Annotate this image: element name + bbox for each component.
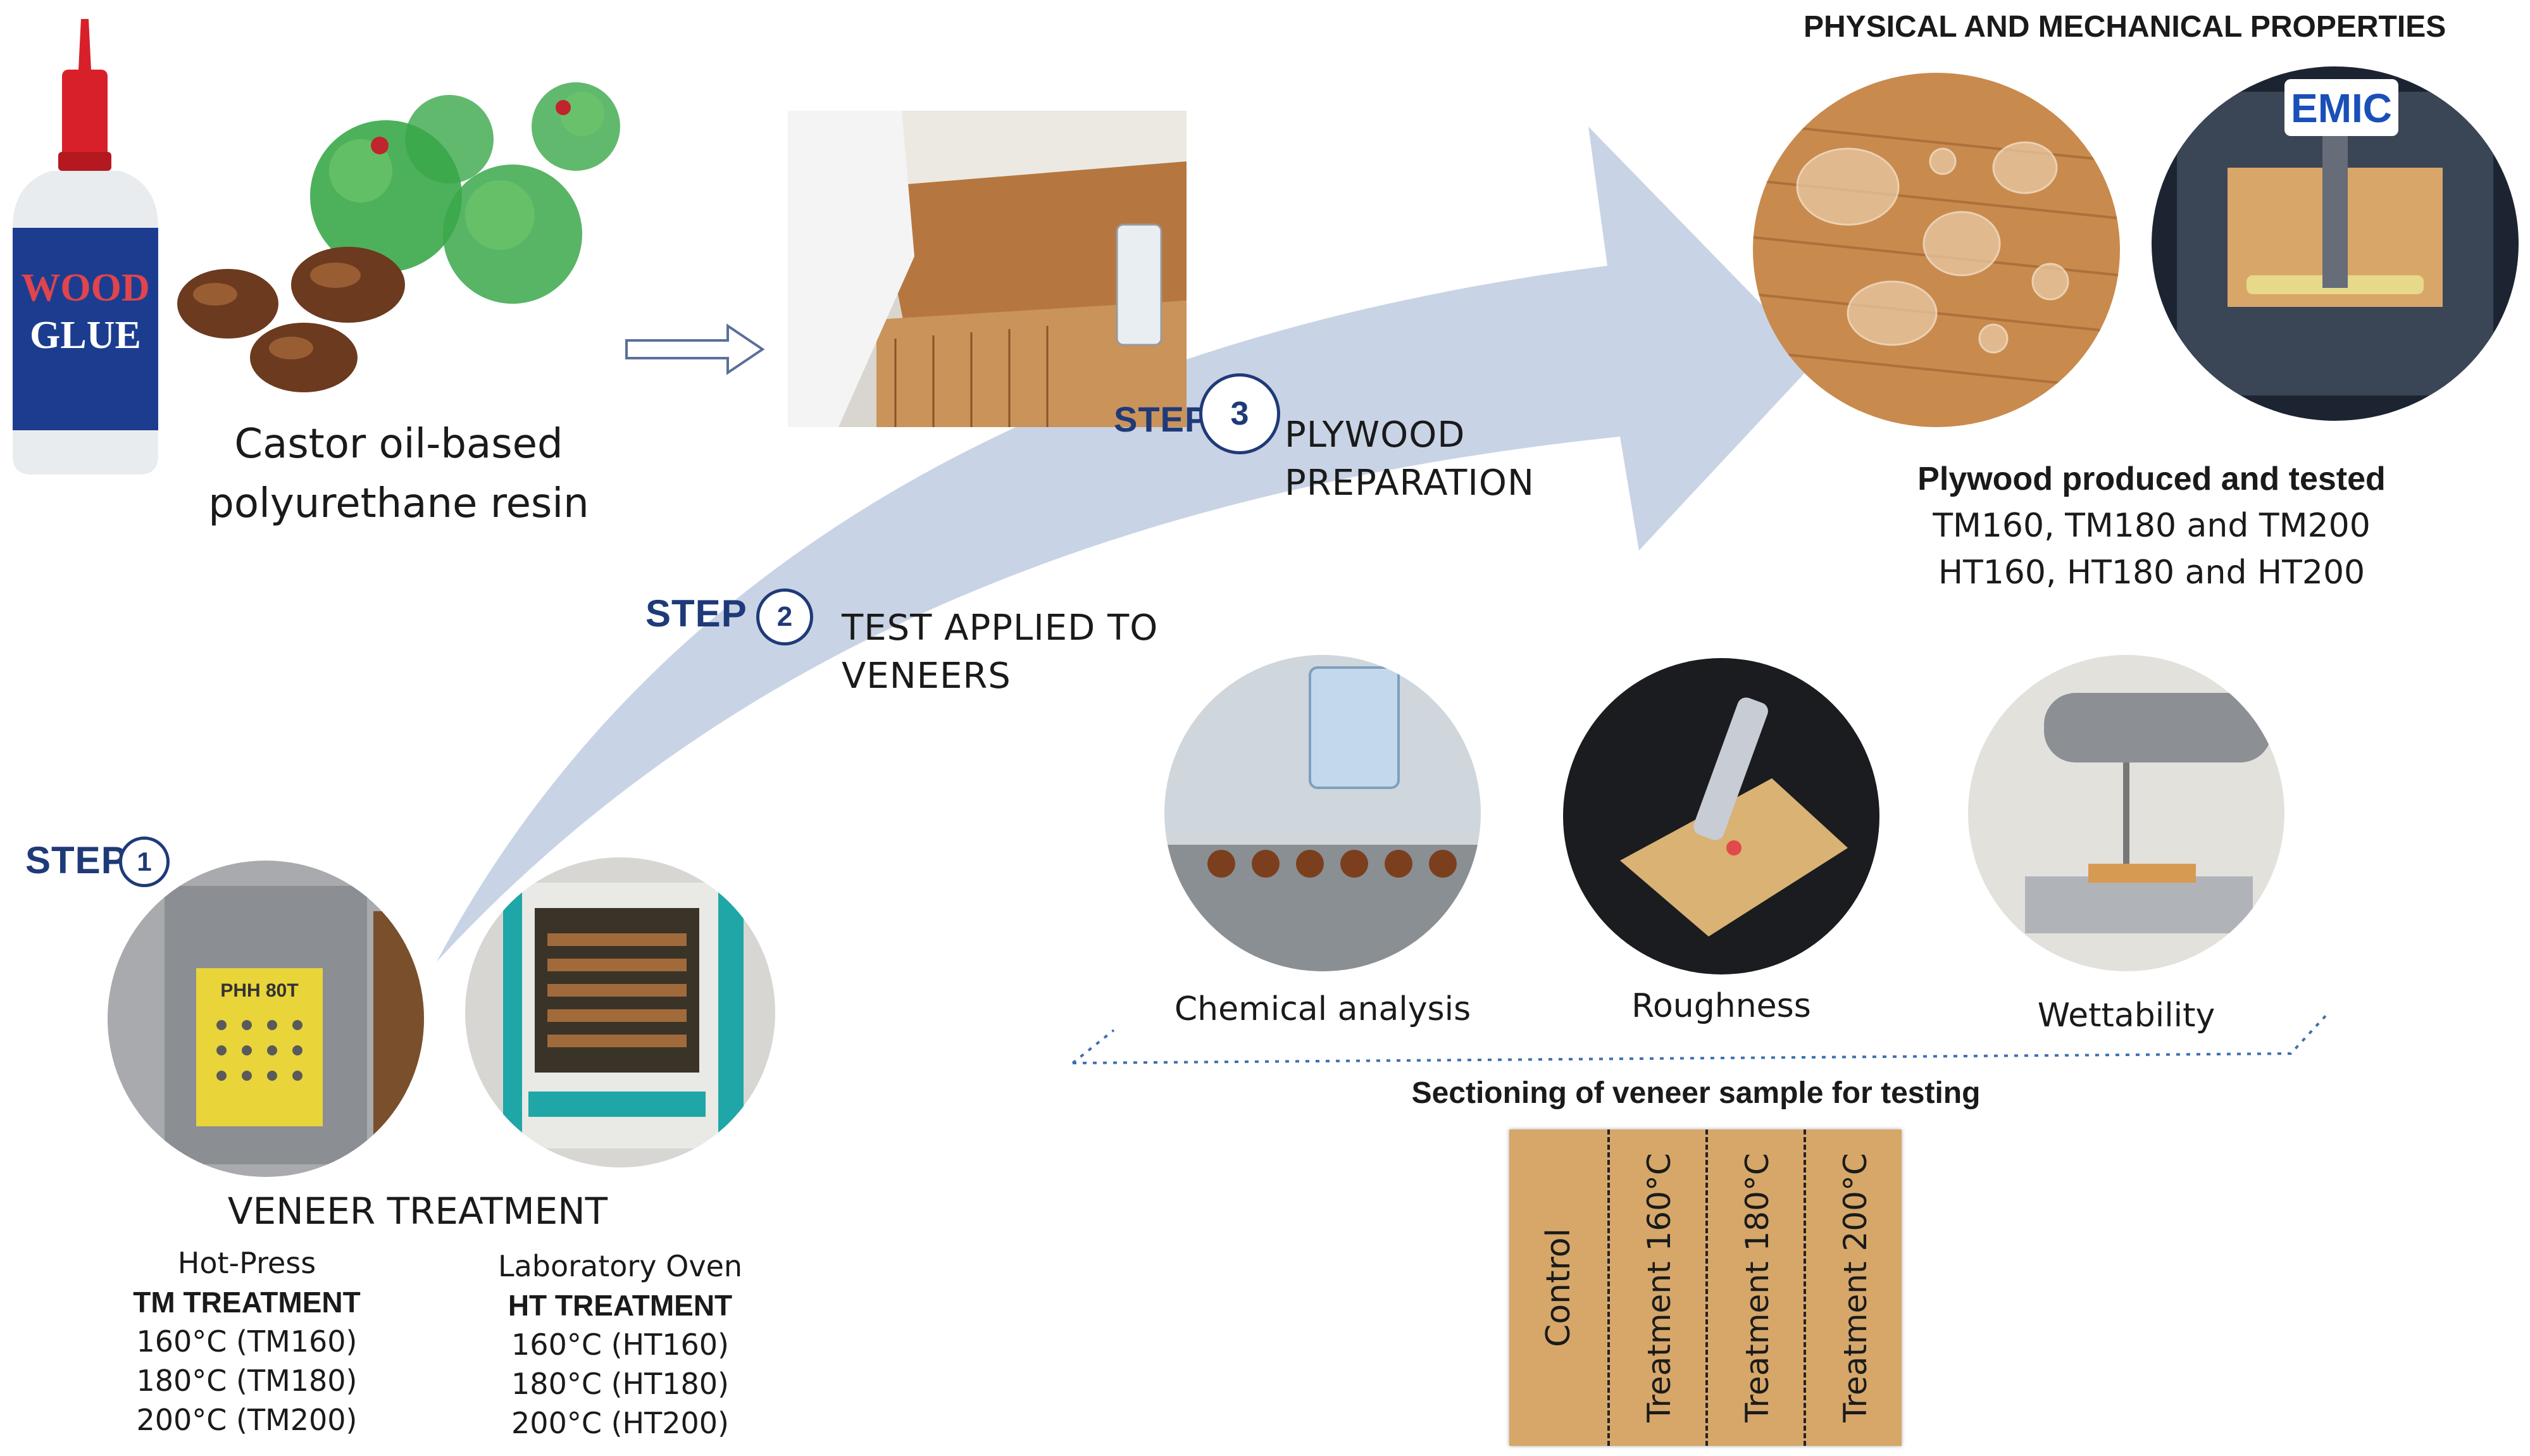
tm-condition-2: 180°C (TM180) bbox=[136, 1364, 358, 1398]
tm-condition-1: 160°C (TM160) bbox=[136, 1324, 358, 1359]
veneer-sample: Control Treatment 160°C Treatment 180°C … bbox=[1509, 1129, 1902, 1446]
curved-flow-arrow bbox=[437, 127, 1816, 962]
step2-text: TEST APPLIED TO VENEERS bbox=[842, 604, 1158, 700]
emic-brand-label: EMIC bbox=[2291, 85, 2392, 131]
step2-text-line1: TEST APPLIED TO bbox=[842, 607, 1159, 649]
veneer-treatment-title: VENEER TREATMENT bbox=[227, 1190, 608, 1233]
veneer-strip-control: Control bbox=[1509, 1129, 1607, 1446]
plywood-summary-line2: HT160, HT180 and HT200 bbox=[1938, 554, 2365, 592]
tm-treatment-label: TM TREATMENT bbox=[133, 1286, 361, 1319]
ht-treatment-label: HT TREATMENT bbox=[508, 1289, 733, 1322]
chemical-analysis-label: Chemical analysis bbox=[1174, 990, 1471, 1028]
castor-plant-image bbox=[177, 82, 620, 392]
veneer-strip-label: Control bbox=[1539, 1228, 1578, 1347]
plywood-preparation-photo bbox=[788, 111, 1187, 427]
wettability-label: Wettability bbox=[2037, 997, 2215, 1035]
step3-text-line2: PREPARATION bbox=[1285, 463, 1535, 504]
water-drops-photo bbox=[1753, 73, 2120, 427]
step3-text-line1: PLYWOOD bbox=[1285, 414, 1466, 456]
bottle-text-wood: WOOD bbox=[21, 266, 149, 309]
properties-title: PHYSICAL AND MECHANICAL PROPERTIES bbox=[1804, 10, 2446, 44]
outline-arrow bbox=[625, 323, 765, 375]
step2-word: STEP bbox=[645, 592, 747, 635]
step1-word: STEP bbox=[25, 839, 127, 881]
tm-condition-3: 200°C (TM200) bbox=[136, 1403, 358, 1437]
veneer-strip-180: Treatment 180°C bbox=[1705, 1129, 1806, 1446]
step2-number-badge: 2 bbox=[756, 588, 813, 645]
oven-device-label: Laboratory Oven bbox=[497, 1249, 743, 1283]
veneer-strip-label: Treatment 200°C bbox=[1836, 1153, 1874, 1422]
laboratory-oven-photo bbox=[465, 857, 775, 1167]
sectioning-title: Sectioning of veneer sample for testing bbox=[1411, 1076, 1981, 1110]
wettability-photo bbox=[1968, 655, 2284, 971]
dotted-shelf bbox=[1071, 1011, 2330, 1064]
roughness-photo bbox=[1563, 658, 1879, 974]
veneer-strip-200: Treatment 200°C bbox=[1804, 1129, 1904, 1446]
bottle-text-glue: GLUE bbox=[30, 314, 141, 357]
veneer-strip-label: Treatment 180°C bbox=[1738, 1153, 1776, 1422]
testing-machine-photo: EMIC bbox=[2152, 66, 2519, 421]
step2-text-line2: VENEERS bbox=[842, 656, 1011, 697]
plywood-summary-line1: TM160, TM180 and TM200 bbox=[1933, 507, 2371, 545]
plywood-summary-title: Plywood produced and tested bbox=[1917, 461, 2386, 497]
hot-press-treatment-info: Hot-Press TM TREATMENT 160°C (TM160) 180… bbox=[82, 1243, 411, 1440]
veneer-strip-label: Treatment 160°C bbox=[1640, 1153, 1678, 1422]
resin-caption: Castor oil-based polyurethane resin bbox=[184, 414, 614, 533]
ht-condition-3: 200°C (HT200) bbox=[511, 1406, 729, 1440]
step3-text: PLYWOOD PREPARATION bbox=[1285, 411, 1535, 507]
ht-condition-2: 180°C (HT180) bbox=[511, 1367, 729, 1401]
oven-treatment-info: Laboratory Oven HT TREATMENT 160°C (HT16… bbox=[443, 1247, 797, 1443]
roughness-label: Roughness bbox=[1631, 987, 1811, 1025]
ht-condition-1: 160°C (HT160) bbox=[511, 1328, 729, 1362]
hot-press-device-label: Hot-Press bbox=[177, 1246, 316, 1280]
step3-word: STEP bbox=[1114, 399, 1209, 439]
chemical-analysis-photo bbox=[1164, 655, 1481, 971]
resin-caption-line2: polyurethane resin bbox=[208, 480, 589, 527]
press-badge-text: PHH 80T bbox=[220, 980, 298, 1001]
plywood-summary: Plywood produced and tested TM160, TM180… bbox=[1835, 456, 2468, 596]
hot-press-photo: PHH 80T bbox=[108, 861, 424, 1177]
step1-number-badge: 1 bbox=[119, 837, 170, 887]
wood-glue-bottle-image: WOOD GLUE bbox=[13, 19, 158, 475]
veneer-strip-160: Treatment 160°C bbox=[1607, 1129, 1708, 1446]
step3-number-badge: 3 bbox=[1199, 373, 1280, 454]
resin-caption-line1: Castor oil-based bbox=[234, 421, 563, 468]
